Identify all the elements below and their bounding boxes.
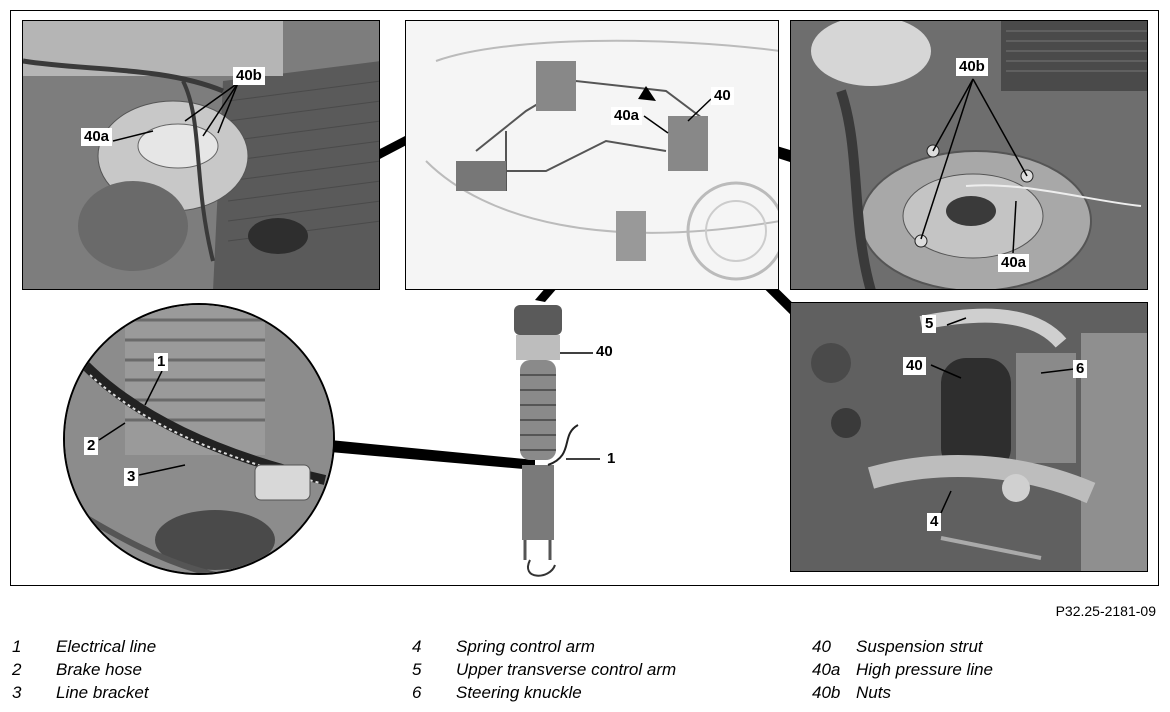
legend-text: Line bracket [56,683,149,702]
legend-column-2: 4 Spring control arm 5 Upper transverse co… [412,637,676,706]
callout-40b: 40b [956,58,988,76]
callout-40a: 40a [81,128,113,146]
legend-item: 4 Spring control arm [412,637,676,660]
legend-item: 40 Suspension strut [812,637,993,660]
photo-panel-bottom-right: 5 40 6 4 [790,302,1148,572]
callout-40: 40 [903,357,926,375]
legend-column-3: 40 Suspension strut 40a High pressure line… [812,637,993,706]
callout-1: 1 [154,353,169,371]
legend-text: Brake hose [56,660,142,679]
photo-panel-top-center: 40a 40 [405,20,779,290]
callout-3: 3 [124,468,139,486]
legend-text: Steering knuckle [456,683,582,702]
legend-number: 3 [12,683,22,702]
photo-detail-circle: 1 2 3 [63,303,335,575]
callout-40: 40 [711,87,734,105]
callout-40: 40 [593,343,616,361]
callout-1: 1 [604,450,619,468]
legend-item: 1 Electrical line [12,637,156,660]
legend-text: Spring control arm [456,637,595,656]
callout-5: 5 [922,315,937,333]
photo-panel-top-left: 40b 40a [22,20,380,290]
legend-number: 40a [812,660,841,679]
legend-item: 2 Brake hose [12,660,156,683]
callout-6: 6 [1073,360,1088,378]
legend-number: 5 [412,660,422,679]
legend-item: 3 Line bracket [12,683,156,706]
legend-item: 5 Upper transverse control arm [412,660,676,683]
callout-4: 4 [927,513,942,531]
callout-2: 2 [84,437,99,455]
legend-number: 1 [12,637,22,656]
callout-40a: 40a [998,254,1030,272]
legend-number: 6 [412,683,422,702]
photo-panel-top-right: 40b 40a [790,20,1148,290]
callout-40b: 40b [233,67,265,85]
legend-number: 40 [812,637,831,656]
legend-text: High pressure line [856,660,994,679]
figure-id: P32.25-2181-09 [1055,603,1156,619]
legend-text: Nuts [856,683,891,702]
legend-item: 6 Steering knuckle [412,683,676,706]
legend-text: Upper transverse control arm [456,660,677,679]
legend-column-1: 1 Electrical line 2 Brake hose 3 Line brack… [12,637,156,706]
legend-item: 40a High pressure line [812,660,993,683]
legend-number: 40b [812,683,841,702]
legend-number: 2 [12,660,22,679]
callout-40a: 40a [611,107,643,125]
legend-number: 4 [412,637,422,656]
strut-illustration: 40 1 [490,295,640,585]
legend-text: Electrical line [56,637,157,656]
legend-text: Suspension strut [856,637,983,656]
legend-item: 40b Nuts [812,683,993,706]
